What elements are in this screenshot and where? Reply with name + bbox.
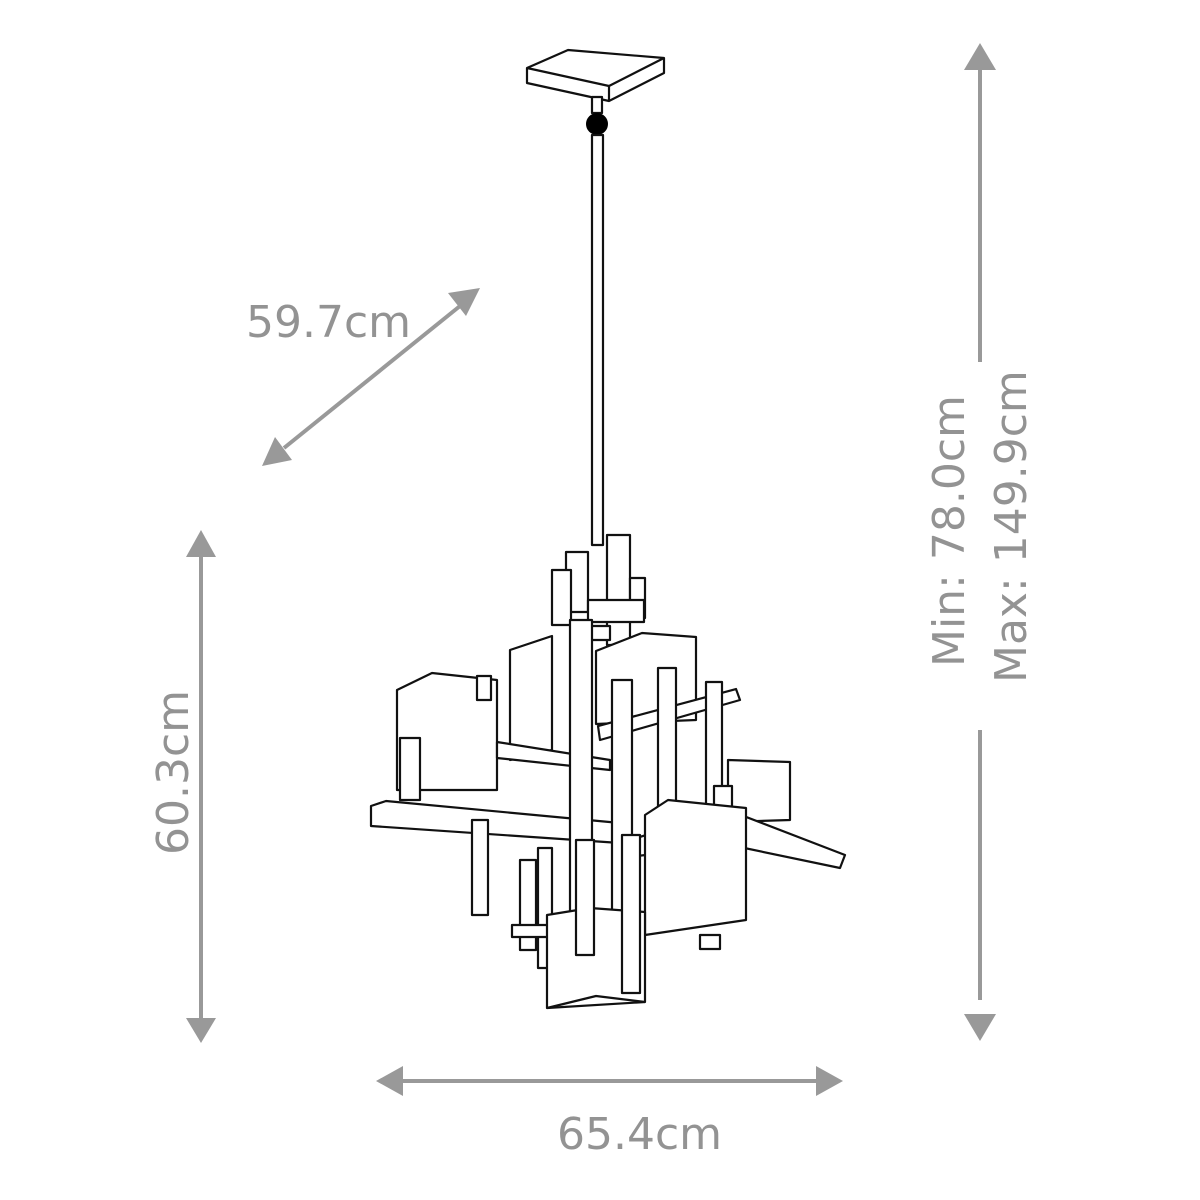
suspension-rod: [590, 133, 605, 547]
width-label: 65.4cm: [557, 1109, 722, 1160]
overall-height-min-label: Min: 78.0cm: [924, 395, 975, 667]
depth-dimension: 59.7cm: [246, 288, 480, 466]
overall-height-dimension: Min: 78.0cm Max: 149.9cm: [924, 43, 1037, 1041]
width-dimension: 65.4cm: [376, 1066, 843, 1160]
hook-connector: [586, 95, 608, 135]
body-height-arrow-head-top-icon: [186, 530, 216, 557]
overall-height-arrow-head-top-icon: [964, 43, 996, 70]
depth-arrow-head-bottom-icon: [262, 437, 292, 466]
width-arrow-head-left-icon: [376, 1066, 403, 1096]
pendant-fixture-drawing: [369, 48, 847, 1010]
overall-height-arrow-head-bottom-icon: [964, 1014, 996, 1041]
width-arrow-head-right-icon: [816, 1066, 843, 1096]
depth-label: 59.7cm: [246, 297, 411, 348]
ceiling-canopy: [525, 48, 666, 103]
depth-arrow-head-top-icon: [448, 288, 480, 316]
body-height-arrow-head-bottom-icon: [186, 1018, 216, 1043]
body-height-dimension: 60.3cm: [148, 530, 216, 1043]
overall-height-max-label: Max: 149.9cm: [986, 370, 1037, 683]
depth-arrow-line: [282, 304, 462, 450]
body-height-label: 60.3cm: [148, 690, 199, 855]
